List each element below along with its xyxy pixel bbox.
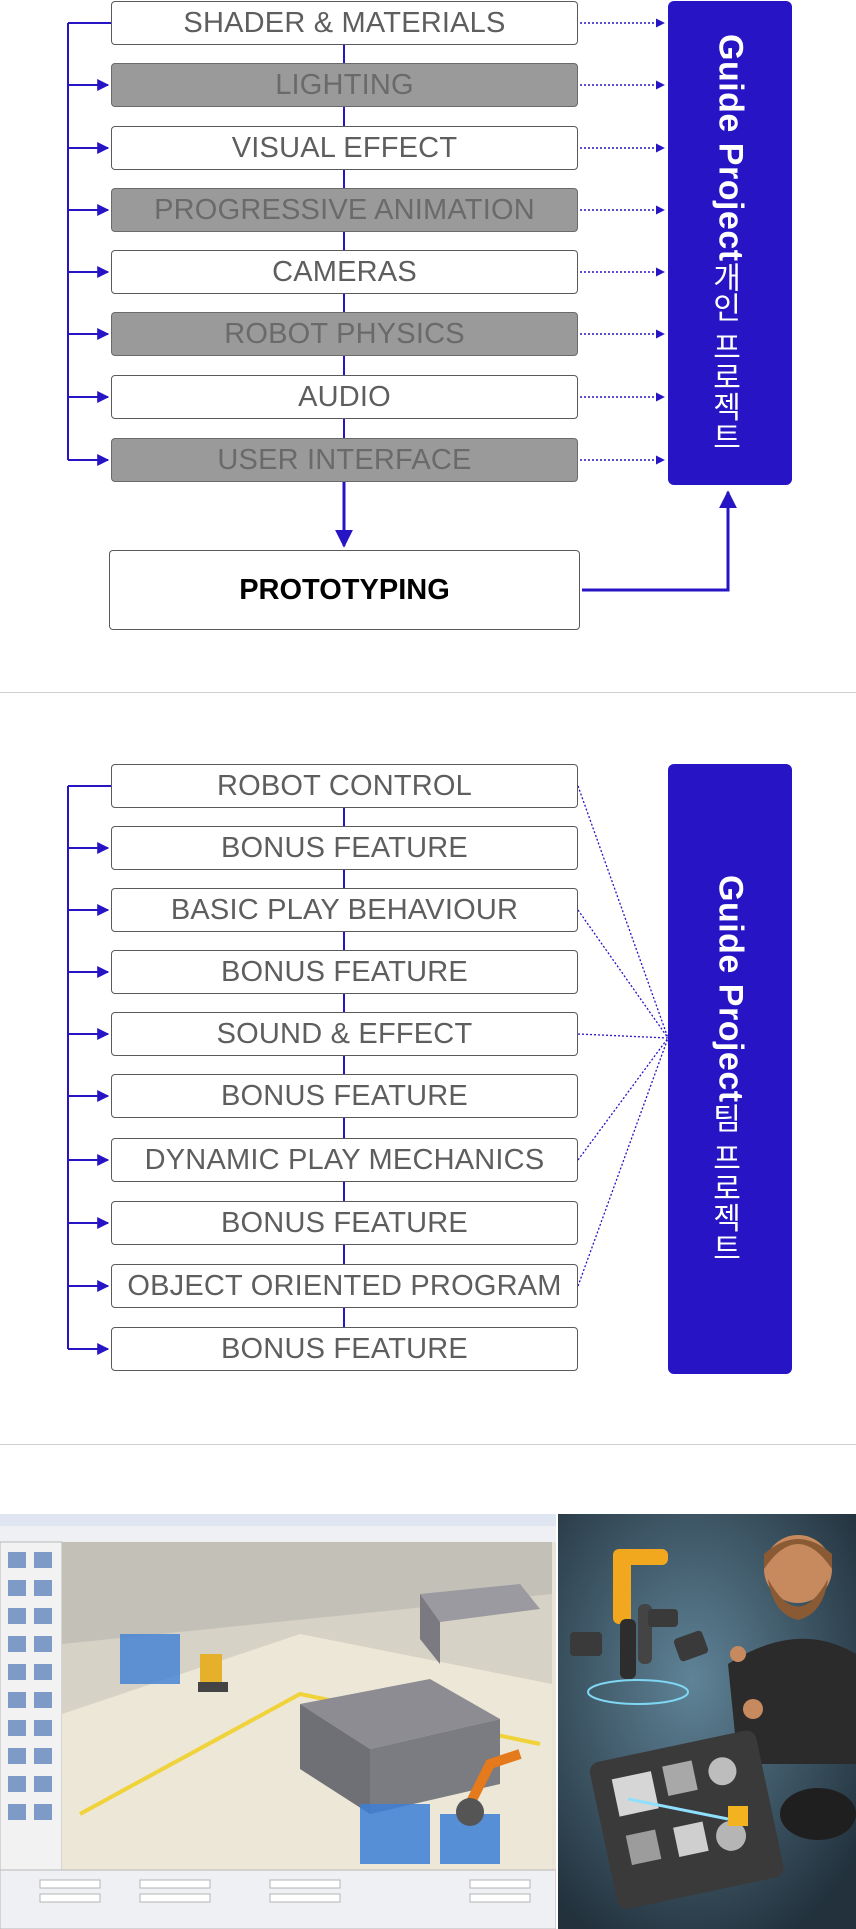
- team-module-box: BONUS FEATURE: [111, 950, 578, 994]
- section-divider: [0, 1444, 856, 1445]
- individual-module-box: USER INTERFACE: [111, 438, 578, 482]
- team-module-box: BONUS FEATURE: [111, 1201, 578, 1245]
- team-module-box: BASIC PLAY BEHAVIOUR: [111, 888, 578, 932]
- team-module-box: BONUS FEATURE: [111, 1327, 578, 1371]
- individual-module-box: PROGRESSIVE ANIMATION: [111, 188, 578, 232]
- team-module-box: OBJECT ORIENTED PROGRAM: [111, 1264, 578, 1308]
- dotted-fan-line: [577, 1037, 669, 1287]
- dotted-fan-line: [577, 1037, 669, 1161]
- team-module-box: ROBOT CONTROL: [111, 764, 578, 808]
- individual-module-box: LIGHTING: [111, 63, 578, 107]
- vr-robot-interaction-image: [558, 1514, 856, 1929]
- factory-simulation-screenshot: [0, 1514, 556, 1929]
- prototyping-to-guide-arrow: [582, 490, 737, 592]
- dotted-fan-line: [577, 909, 669, 1039]
- team-module-box: SOUND & EFFECT: [111, 1012, 578, 1056]
- individual-module-box: SHADER & MATERIALS: [111, 1, 578, 45]
- guide-project-individual: Guide Project 개인 프로젝트: [668, 1, 792, 485]
- guide-project-team: Guide Project 팀 프로젝트: [668, 764, 792, 1374]
- individual-module-box: AUDIO: [111, 375, 578, 419]
- guide-project-title: Guide Project: [711, 875, 750, 1103]
- individual-module-box: CAMERAS: [111, 250, 578, 294]
- team-module-box: DYNAMIC PLAY MECHANICS: [111, 1138, 578, 1182]
- dotted-fan-line: [577, 1033, 669, 1039]
- guide-project-subtitle: 팀 프로젝트: [706, 1103, 741, 1263]
- prototyping-box: PROTOTYPING: [109, 550, 580, 630]
- guide-project-title: Guide Project: [711, 34, 750, 262]
- individual-module-box: VISUAL EFFECT: [111, 126, 578, 170]
- section-divider: [0, 692, 856, 693]
- team-module-box: BONUS FEATURE: [111, 1074, 578, 1118]
- guide-project-subtitle: 개인 프로젝트: [706, 262, 741, 452]
- dotted-fan-line: [577, 785, 669, 1039]
- individual-module-box: ROBOT PHYSICS: [111, 312, 578, 356]
- team-module-box: BONUS FEATURE: [111, 826, 578, 870]
